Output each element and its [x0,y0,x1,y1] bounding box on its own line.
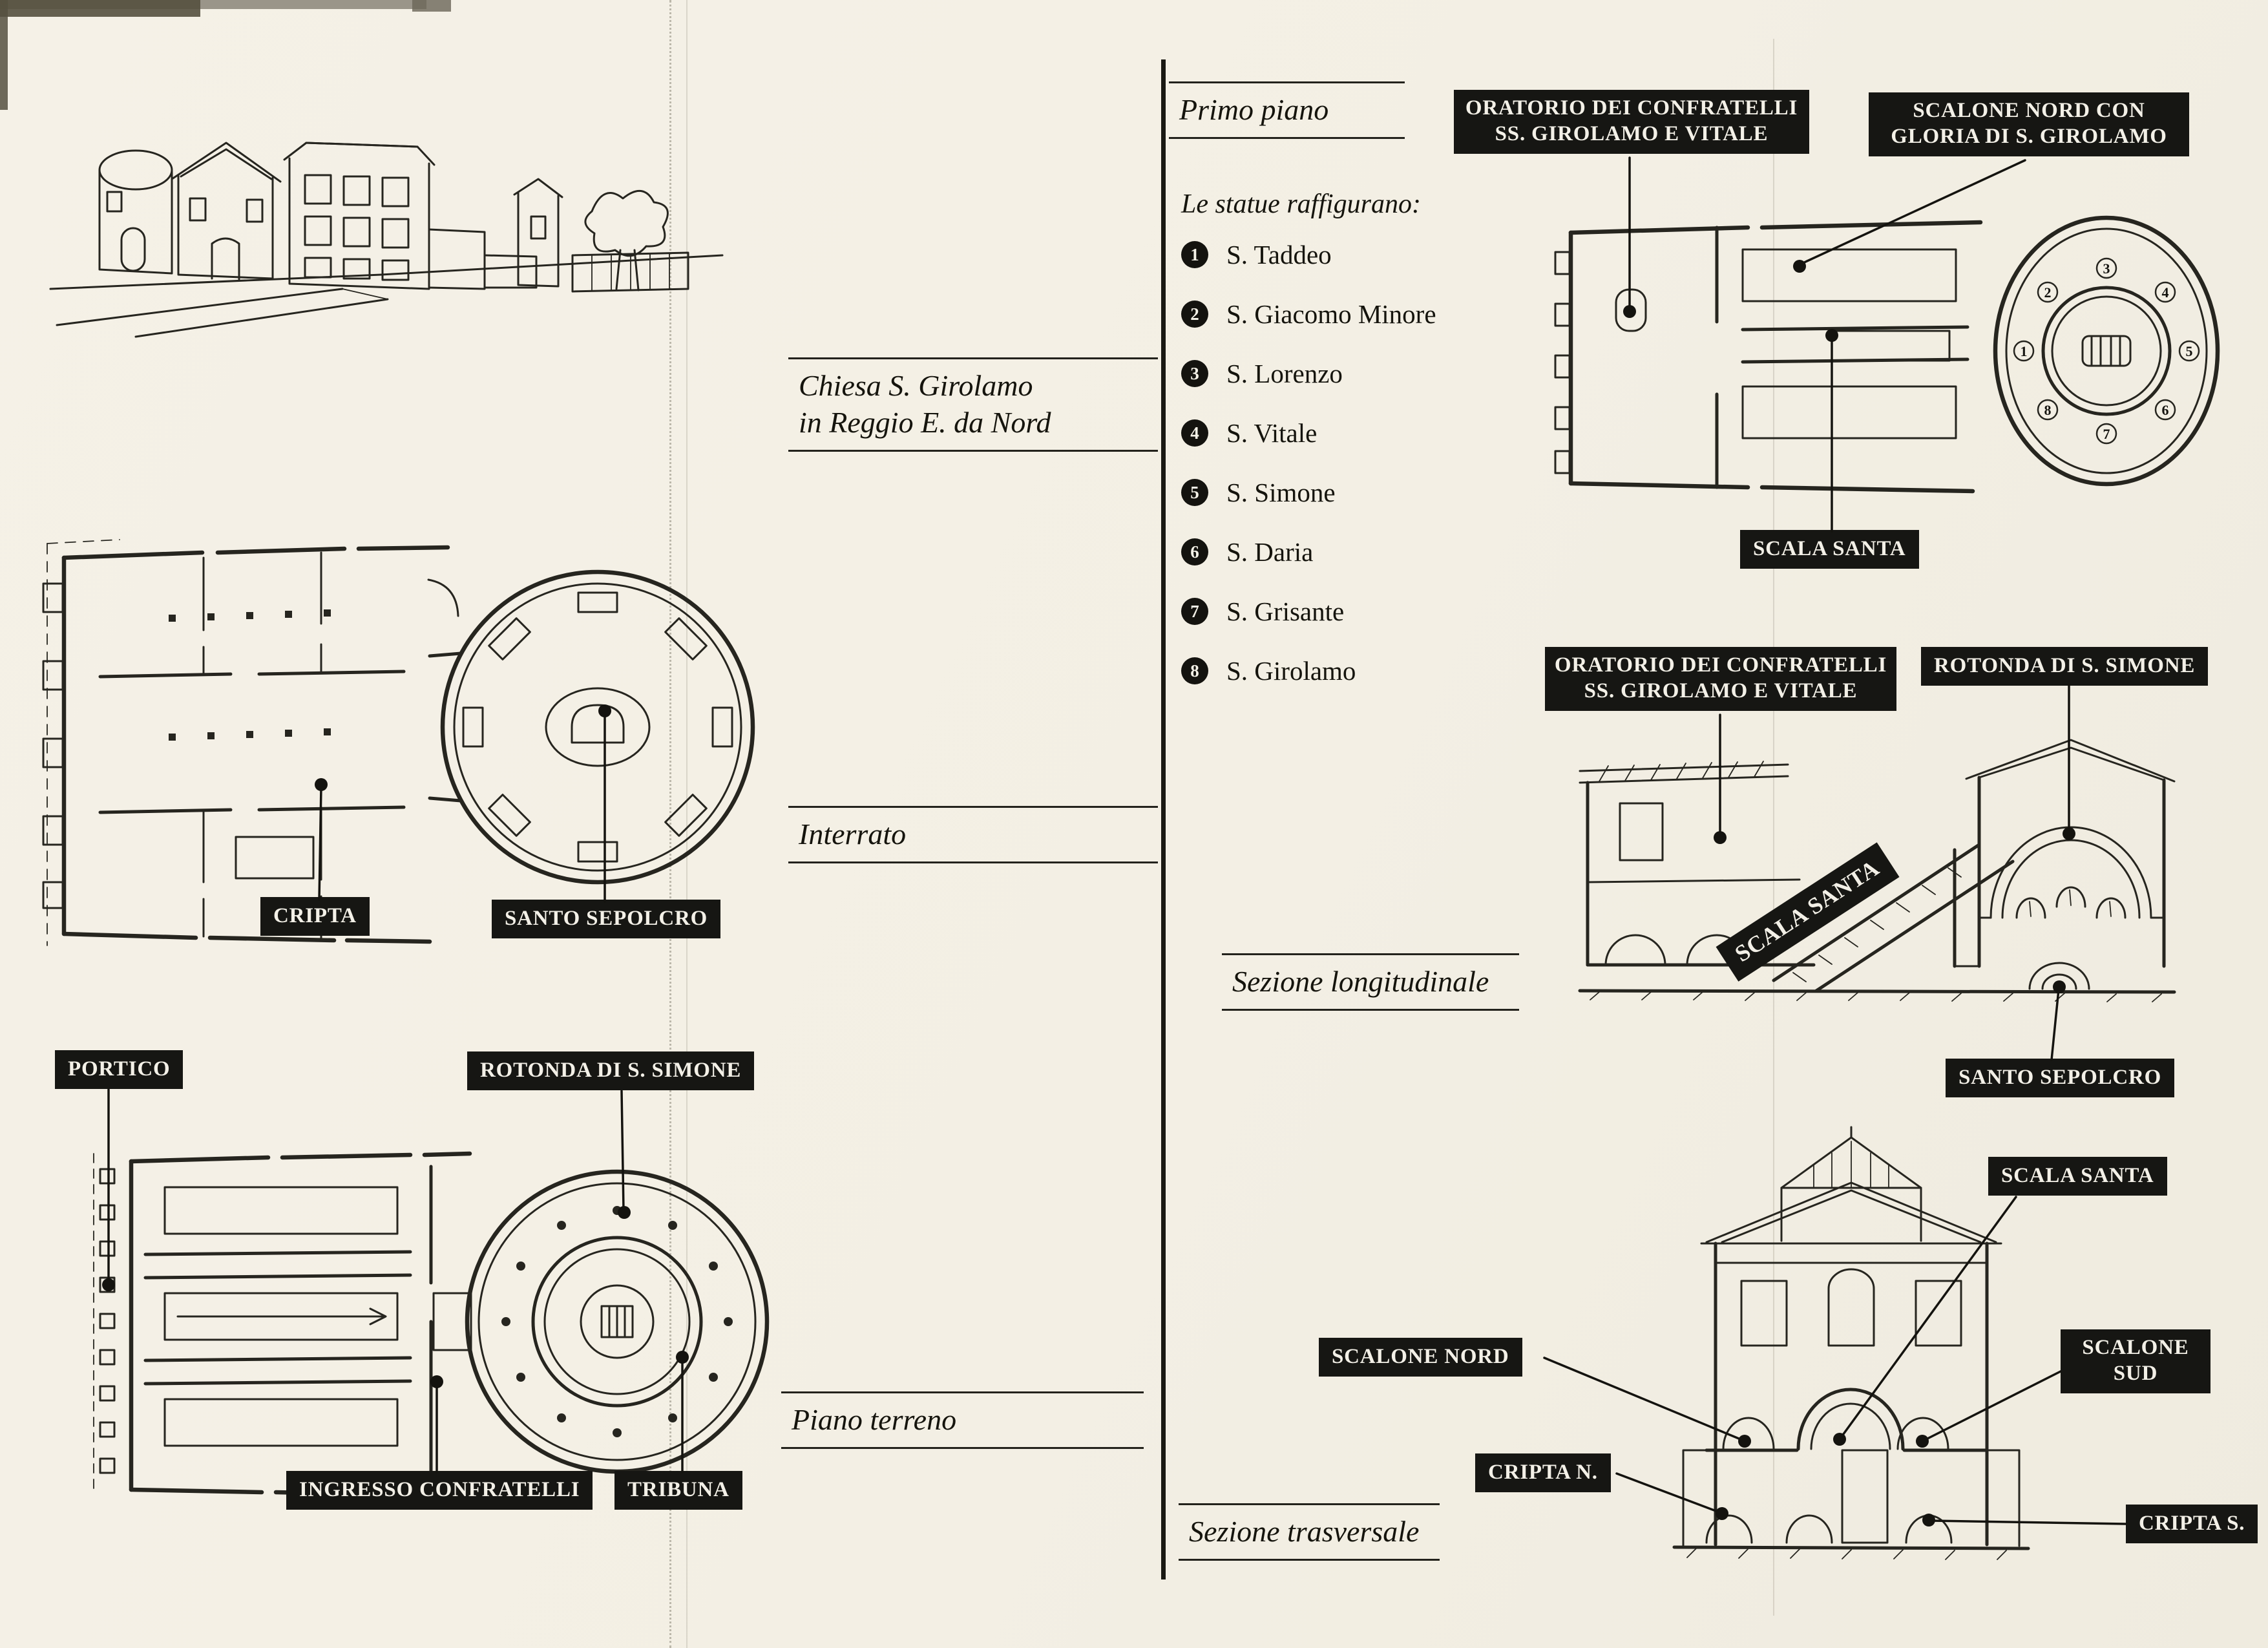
caption-piano-terreno-text: Piano terreno [792,1403,957,1436]
plan-interrato-drawing [42,539,755,946]
statue-legend-item: 5 S. Simone [1181,477,1543,508]
caption-chiesa-title: Chiesa S. Girolamo in Reggio E. da Nord [788,357,1158,452]
section-trasversale-drawing [1672,1126,2030,1560]
caption-primo-piano: Primo piano [1169,81,1405,140]
tag-scalone-sud: SCALONE SUD [2061,1329,2210,1393]
statue-legend: Le statue raffigurano: 1 S. Taddeo 2 S. … [1181,189,1543,715]
scan-left-edge-artifact [0,0,8,110]
tag-oratorio-mid-line2: SS. GIROLAMO E VITALE [1584,679,1858,703]
perspective-drawing-church [49,142,724,338]
caption-chiesa-line1: Chiesa S. Girolamo [799,369,1033,402]
tag-santo-sepolcro-right: SANTO SEPOLCRO [1946,1059,2175,1098]
statue-position-markers: 1 2 3 4 5 6 7 8 [2013,257,2200,445]
svg-text:6: 6 [2162,402,2169,418]
tag-oratorio-top-line1: ORATORIO DEI CONFRATELLI [1465,96,1798,120]
tag-scala-santa-bottom: SCALA SANTA [1988,1157,2167,1196]
caption-sezione-longitudinale-text: Sezione longitudinale [1232,965,1489,998]
statue-number-badge: 7 [1181,598,1208,625]
svg-text:5: 5 [2186,343,2193,359]
tag-portico: PORTICO [55,1050,184,1090]
statue-name: S. Grisante [1226,597,1345,626]
page-crease-right [1773,39,1774,1616]
statue-legend-item: 2 S. Giacomo Minore [1181,299,1543,330]
statue-legend-item: 3 S. Lorenzo [1181,358,1543,389]
statue-number-badge: 5 [1181,479,1208,506]
statue-number-badge: 1 [1181,241,1208,268]
caption-interrato-text: Interrato [799,818,907,850]
statue-name: S. Vitale [1226,418,1318,448]
statue-name: S. Giacomo Minore [1226,299,1436,329]
statue-number-badge: 6 [1181,538,1208,565]
tag-rotonda-s-simone-left: ROTONDA DI S. SIMONE [467,1051,755,1091]
tag-oratorio-confratelli-mid: ORATORIO DEI CONFRATELLI SS. GIROLAMO E … [1545,647,1896,711]
statue-name: S. Simone [1226,478,1336,507]
statue-legend-item: 8 S. Girolamo [1181,655,1543,686]
statue-legend-item: 4 S. Vitale [1181,417,1543,449]
tag-scalone-sud-line1: SCALONE [2082,1336,2189,1359]
caption-sezione-trasversale: Sezione trasversale [1179,1503,1440,1561]
tag-scalone-gloria-line2: GLORIA DI S. GIROLAMO [1891,125,2167,149]
svg-text:2: 2 [2044,284,2052,301]
tag-cripta: CRIPTA [260,897,370,936]
tag-cripta-s: CRIPTA S. [2126,1505,2258,1544]
center-divider-rule [1161,59,1166,1579]
svg-text:4: 4 [2162,284,2169,301]
tag-tribuna: TRIBUNA [614,1471,742,1510]
svg-text:3: 3 [2103,260,2110,277]
tag-scalone-sud-line2: SUD [2113,1362,2158,1386]
tag-santo-sepolcro-left: SANTO SEPOLCRO [492,900,721,939]
svg-text:1: 1 [2021,343,2028,359]
statue-number-badge: 4 [1181,419,1208,447]
statue-legend-item: 7 S. Grisante [1181,596,1543,627]
tag-scalone-gloria-line1: SCALONE NORD CON [1913,99,2145,122]
statue-legend-title: Le statue raffigurano: [1181,189,1422,219]
statue-number-badge: 8 [1181,657,1208,684]
statue-name: S. Lorenzo [1226,359,1343,388]
page-crease-left [669,0,671,1648]
tag-oratorio-top-line2: SS. GIROLAMO E VITALE [1495,122,1769,146]
tag-ingresso-confratelli: INGRESSO CONFRATELLI [286,1471,593,1510]
caption-chiesa-line2: in Reggio E. da Nord [799,406,1051,439]
statue-legend-item: 1 S. Taddeo [1181,239,1543,270]
scan-corner-artifact [0,0,200,17]
caption-primo-piano-text: Primo piano [1179,93,1329,126]
statue-number-badge: 3 [1181,360,1208,387]
plan-primo-piano-drawing: 1 2 3 4 5 6 7 8 [1554,215,2220,494]
caption-sezione-longitudinale: Sezione longitudinale [1222,953,1519,1011]
tag-scala-santa-top: SCALA SANTA [1740,530,1919,569]
tag-rotonda-s-simone-right: ROTONDA DI S. SIMONE [1921,647,2209,686]
page-crease-left-2 [686,0,688,1648]
tag-scalone-nord-gloria: SCALONE NORD CON GLORIA DI S. GIROLAMO [1869,92,2189,156]
svg-text:8: 8 [2044,402,2052,418]
statue-number-badge: 2 [1181,301,1208,328]
section-longitudinale-drawing [1578,739,2176,1002]
caption-interrato: Interrato [788,806,1158,864]
tag-scalone-nord: SCALONE NORD [1319,1338,1522,1377]
tag-oratorio-mid-line1: ORATORIO DEI CONFRATELLI [1554,653,1887,677]
caption-piano-terreno: Piano terreno [781,1391,1144,1450]
statue-name: S. Taddeo [1226,240,1332,269]
caption-sezione-trasversale-text: Sezione trasversale [1189,1515,1420,1548]
scan-blob-artifact [412,0,451,12]
tag-cripta-n: CRIPTA N. [1475,1453,1611,1493]
tag-oratorio-confratelli-top: ORATORIO DEI CONFRATELLI SS. GIROLAMO E … [1454,90,1809,154]
svg-text:7: 7 [2103,426,2110,442]
statue-legend-item: 6 S. Daria [1181,536,1543,567]
statue-name: S. Girolamo [1226,656,1356,686]
statue-name: S. Daria [1226,537,1314,567]
